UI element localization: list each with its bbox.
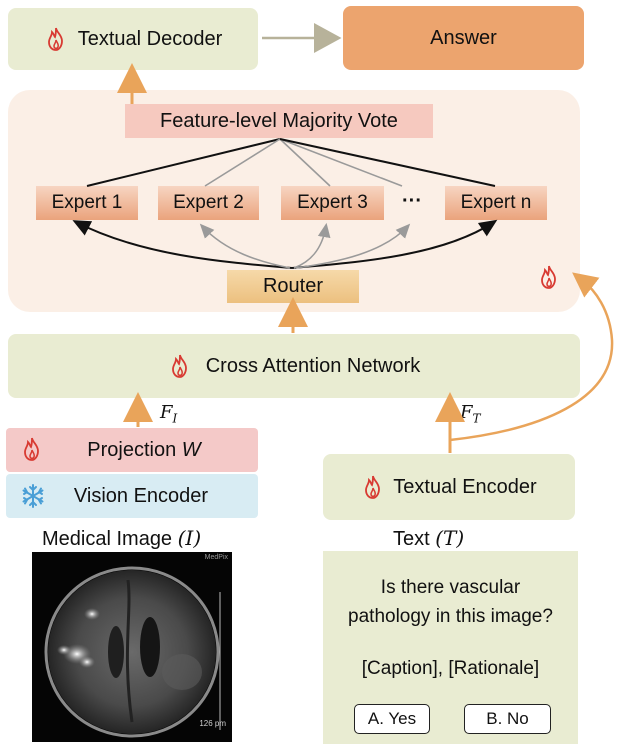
answer-label: Answer [430, 26, 497, 49]
medical-image-caption: Medical Image (I) [42, 526, 201, 551]
expert-3: Expert 3 [281, 186, 384, 220]
expert-2: Expert 2 [158, 186, 259, 220]
option-b: B. No [464, 704, 551, 734]
flame-icon [361, 474, 385, 500]
router-to-expert1-arrow [72, 220, 293, 269]
medical-image: MedPix 126 pm [32, 552, 232, 742]
router-to-expert3-arrow [293, 222, 331, 269]
expert-2-label: Expert 2 [173, 192, 244, 213]
expert-ellipsis: ··· [402, 190, 422, 212]
vision-encoder-box: Vision Encoder [6, 474, 258, 518]
textual-encoder-label: Textual Encoder [393, 475, 537, 498]
flame-icon [20, 436, 44, 462]
ft-to-moe-arrow [449, 272, 614, 442]
projection-label: Projection W [87, 439, 200, 462]
textual-decoder-box: Textual Decoder [8, 8, 258, 70]
expert2-to-vote-line [204, 138, 281, 187]
projection-text: Projection [87, 438, 177, 461]
answer-box: Answer [343, 6, 584, 70]
option-a: A. Yes [354, 704, 430, 734]
expert3-to-vote-line [279, 138, 331, 187]
fi-sub: I [172, 411, 178, 426]
flame-icon [44, 26, 68, 52]
extras-text: [Caption], [Rationale] [361, 658, 540, 679]
expert-n-label: Expert n [460, 192, 532, 213]
image-watermark: MedPix [204, 554, 228, 561]
router-to-expertn-arrow [291, 219, 498, 269]
text-caption: Text (T) [393, 526, 464, 551]
majority-vote-box: Feature-level Majority Vote [125, 104, 433, 138]
medical-image-var: (I) [177, 526, 202, 550]
expert1-to-vote-line [86, 138, 281, 187]
router-to-expert2-arrow [199, 223, 291, 269]
image-scale-text: 126 pm [199, 719, 226, 728]
flame-icon [168, 353, 192, 379]
text-caption-text: Text [393, 528, 430, 550]
textual-decoder-label: Textual Decoder [77, 27, 223, 50]
question-box: Is there vascular pathology in this imag… [323, 551, 578, 744]
feature-fi-label: FI [160, 402, 177, 426]
expert-1-label: Expert 1 [51, 192, 123, 213]
ft-sub: T [472, 411, 481, 426]
fi-main: F [160, 402, 173, 423]
snowflake-icon [20, 483, 46, 509]
medical-image-text: Medical Image [42, 528, 173, 550]
expertn-to-vote-line [279, 138, 496, 187]
expert-n: Expert n [445, 186, 547, 220]
option-a-label: A. Yes [367, 709, 417, 728]
question-line-1: Is there vascular [380, 577, 521, 598]
projection-var: W [181, 438, 201, 461]
option-b-label: B. No [486, 709, 529, 728]
vision-encoder-label: Vision Encoder [73, 484, 209, 507]
cross-attention-box: Cross Attention Network [8, 334, 580, 398]
projection-box: Projection W [6, 428, 258, 472]
ellipsis-to-vote-line [279, 138, 403, 187]
cross-attention-label: Cross Attention Network [205, 354, 421, 377]
text-caption-var: (T) [435, 526, 465, 550]
router-to-ellipsis-arrow [295, 223, 411, 269]
router-label: Router [262, 275, 324, 297]
majority-vote-label: Feature-level Majority Vote [160, 109, 398, 132]
expert-1: Expert 1 [36, 186, 138, 220]
expert-3-label: Expert 3 [297, 192, 368, 213]
textual-encoder-box: Textual Encoder [323, 454, 575, 520]
question-line-2: pathology in this image? [348, 606, 553, 627]
flame-icon [537, 264, 561, 290]
